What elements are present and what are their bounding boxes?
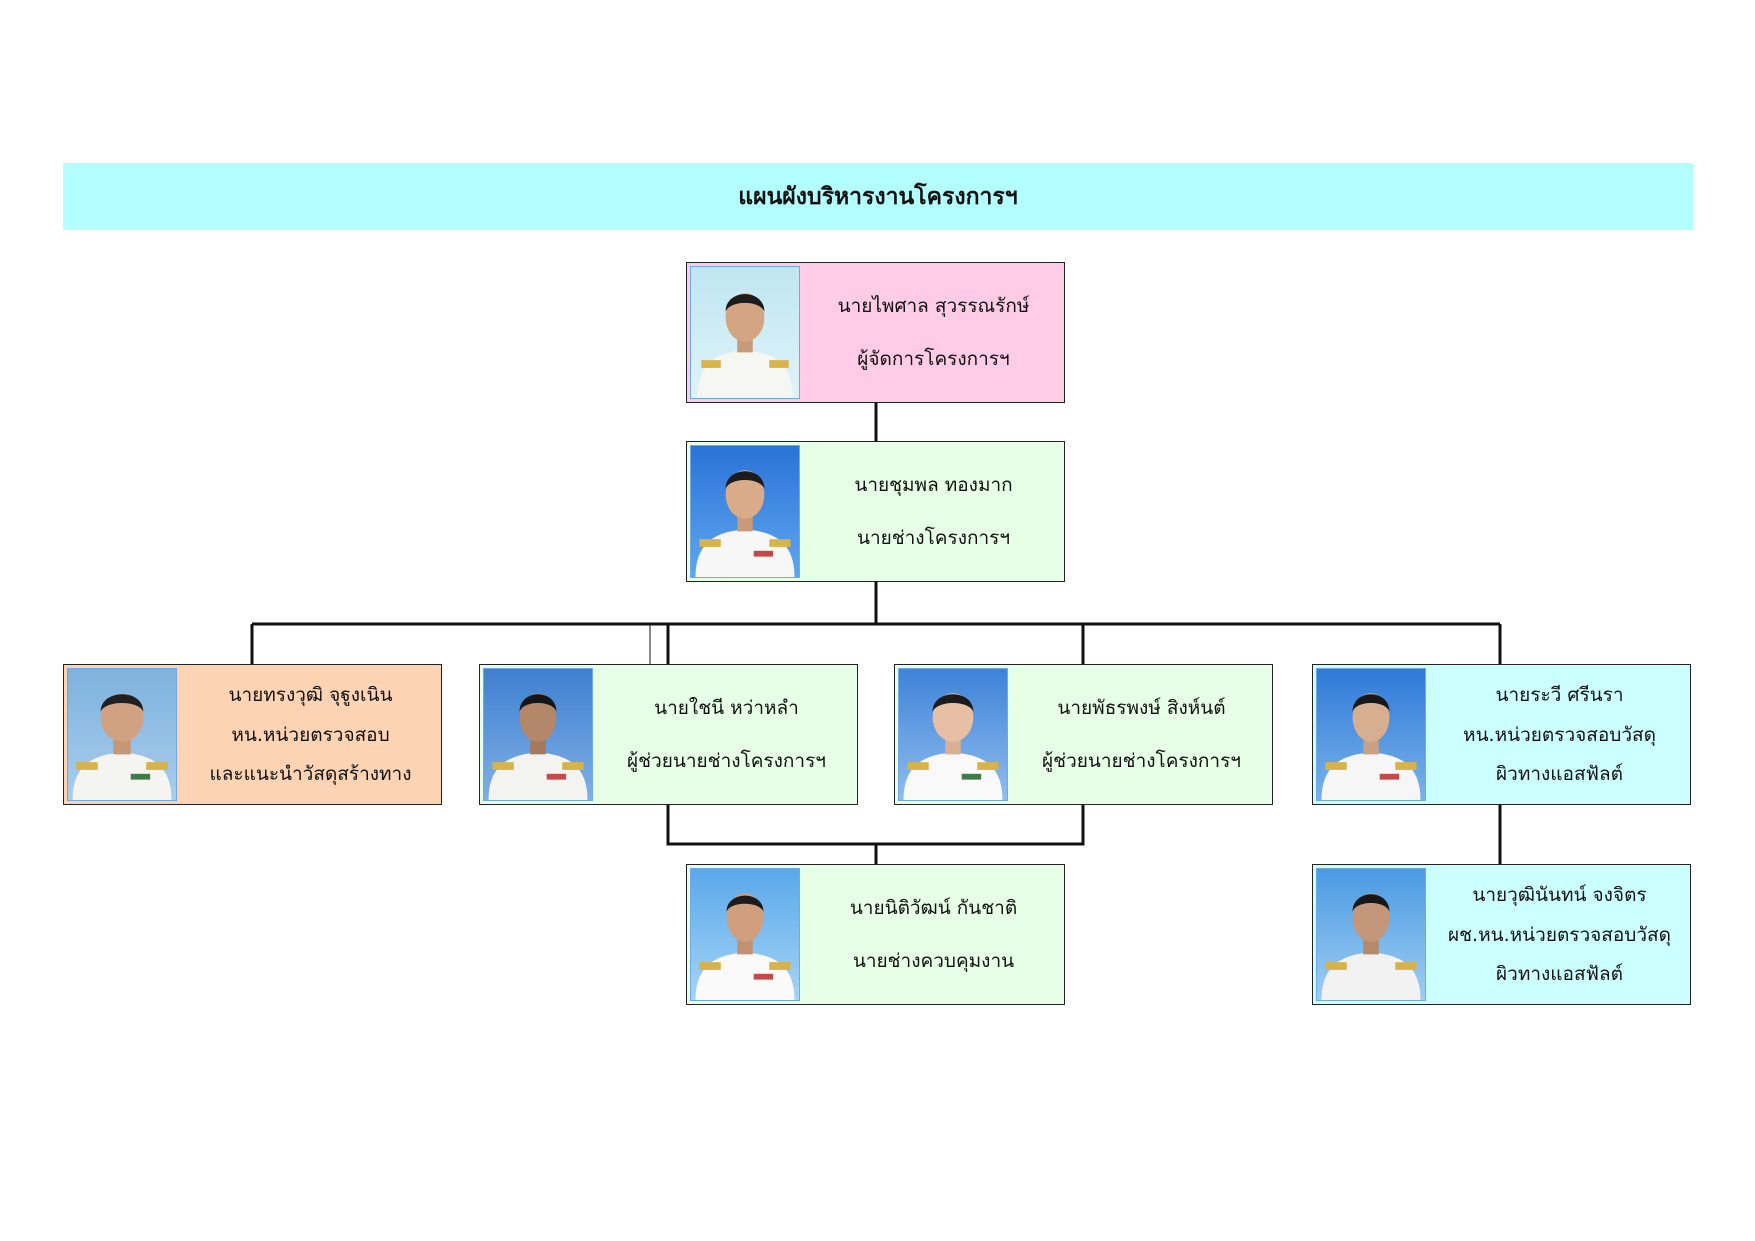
person-photo-icon	[1321, 893, 1421, 1000]
person-photo-icon	[72, 693, 172, 800]
role-inspector1-line1: หน.หน่วยตรวจสอบ	[231, 723, 390, 746]
name-deputy: นายวุฒินันทน์ จงจิตร	[1472, 884, 1647, 907]
photo-assistant1	[483, 668, 593, 801]
name-engineer: นายชุมพล ทองมาก	[854, 474, 1013, 497]
name-supervisor: นายนิติวัฒน์ กันชาติ	[849, 897, 1018, 920]
card-supervisor: นายนิติวัฒน์ กันชาติ นายช่างควบคุมงาน	[686, 864, 1065, 1005]
connector-assistants-supervisor	[666, 805, 1085, 864]
role-deputy-line1: ผช.หน.หน่วยตรวจสอบวัสดุ	[1448, 923, 1671, 946]
person-photo-icon	[695, 893, 795, 1000]
title-banner: แผนผังบริหารงานโครงการฯ	[63, 163, 1693, 230]
role-inspector1-line2: และแนะนำวัสดุสร้างทาง	[209, 762, 412, 785]
role-manager: ผู้จัดการโครงการฯ	[857, 347, 1010, 370]
name-inspector2: นายระวี ศรีนรา	[1495, 684, 1624, 707]
photo-engineer	[690, 445, 800, 578]
photo-inspector1	[67, 668, 177, 801]
card-deputy: นายวุฒินันทน์ จงจิตร ผช.หน.หน่วยตรวจสอบว…	[1312, 864, 1691, 1005]
name-assistant1: นายใชนี หว่าหลำ	[654, 697, 799, 720]
name-manager: นายไพศาล สุวรรณรักษ์	[837, 295, 1030, 318]
role-supervisor: นายช่างควบคุมงาน	[852, 949, 1015, 972]
photo-supervisor	[690, 868, 800, 1001]
photo-assistant2	[898, 668, 1008, 801]
photo-manager	[690, 266, 800, 399]
person-photo-icon	[695, 470, 795, 577]
photo-deputy	[1316, 868, 1426, 1001]
name-assistant2: นายพัธรพงษ์ สิงห์นต์	[1057, 697, 1226, 720]
person-photo-icon	[697, 293, 793, 398]
name-inspector1: นายทรงวุฒิ จุฐูงเนิน	[228, 684, 393, 707]
card-assistant2: นายพัธรพงษ์ สิงห์นต์ ผู้ช่วยนายช่างโครงก…	[894, 664, 1273, 805]
card-manager: นายไพศาล สุวรรณรักษ์ ผู้จัดการโครงการฯ	[686, 262, 1065, 403]
person-photo-icon	[488, 693, 588, 800]
role-engineer: นายช่างโครงการฯ	[856, 526, 1011, 549]
card-inspector2: นายระวี ศรีนรา หน.หน่วยตรวจสอบวัสดุ ผิวท…	[1312, 664, 1691, 805]
photo-inspector2	[1316, 668, 1426, 801]
role-inspector2-line1: หน.หน่วยตรวจสอบวัสดุ	[1463, 723, 1656, 746]
person-photo-icon	[1321, 693, 1421, 800]
role-assistant2: ผู้ช่วยนายช่างโครงการฯ	[1042, 749, 1241, 772]
role-deputy-line2: ผิวทางแอสฟัลต์	[1496, 962, 1623, 985]
role-inspector2-line2: ผิวทางแอสฟัลต์	[1496, 762, 1623, 785]
card-engineer: นายชุมพล ทองมาก นายช่างโครงการฯ	[686, 441, 1065, 582]
card-assistant1: นายใชนี หว่าหลำ ผู้ช่วยนายช่างโครงการฯ	[479, 664, 858, 805]
page-title: แผนผังบริหารงานโครงการฯ	[738, 183, 1018, 210]
role-assistant1: ผู้ช่วยนายช่างโครงการฯ	[627, 749, 826, 772]
person-photo-icon	[903, 693, 1003, 800]
card-inspector1: นายทรงวุฒิ จุฐูงเนิน หน.หน่วยตรวจสอบ และ…	[63, 664, 442, 805]
